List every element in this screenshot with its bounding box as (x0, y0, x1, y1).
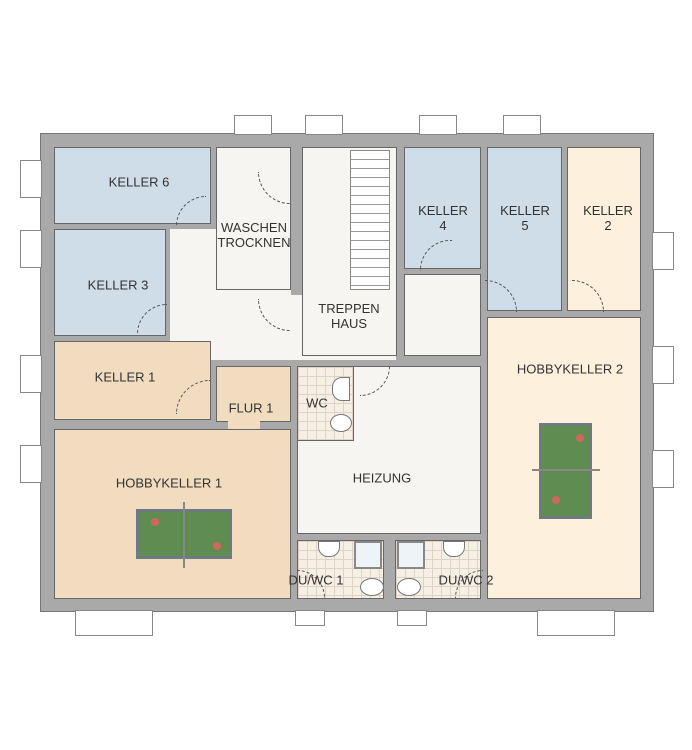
label-duwc-1: DU/WC 1 (288, 572, 344, 588)
window (20, 160, 42, 198)
label-keller-3: KELLER 3 (87, 277, 149, 293)
window (305, 115, 343, 135)
window (419, 115, 457, 135)
sink-icon (443, 541, 465, 557)
window (503, 115, 541, 135)
label-hobbykeller-2: HOBBYKELLER 2 (516, 361, 624, 377)
sink-icon (332, 377, 350, 401)
label-treppenhaus: TREPPEN HAUS (318, 301, 380, 331)
label-wc: WC (306, 395, 328, 411)
corridor-right (404, 274, 481, 356)
toilet-icon (397, 578, 421, 596)
label-keller-1: KELLER 1 (94, 369, 156, 385)
window (295, 610, 325, 626)
sink-icon (318, 541, 340, 557)
ping-pong-table (532, 423, 600, 519)
toilet-icon (330, 414, 352, 432)
label-keller-4: KELLER 4 (418, 203, 468, 233)
window (20, 355, 42, 393)
window (537, 610, 615, 636)
label-waschen: WASCHEN TROCKNEN (217, 220, 291, 250)
window (397, 610, 427, 626)
staircase (350, 150, 390, 290)
label-heizung: HEIZUNG (352, 470, 412, 486)
label-keller-5: KELLER 5 (500, 203, 550, 233)
window (652, 232, 674, 270)
window (75, 610, 153, 636)
label-keller-6: KELLER 6 (108, 174, 170, 190)
toilet-icon (360, 578, 384, 596)
label-duwc-2: DU/WC 2 (438, 572, 494, 588)
window (652, 346, 674, 384)
window (20, 230, 42, 268)
room-waschen (216, 147, 291, 290)
label-hobbykeller-1: HOBBYKELLER 1 (115, 475, 223, 491)
shower-icon (397, 541, 425, 569)
shower-icon (354, 541, 382, 569)
window (234, 115, 272, 135)
ping-pong-table (136, 502, 232, 568)
window (20, 445, 42, 483)
window (652, 450, 674, 488)
label-keller-2: KELLER 2 (583, 203, 633, 233)
label-flur-1: FLUR 1 (228, 400, 274, 416)
